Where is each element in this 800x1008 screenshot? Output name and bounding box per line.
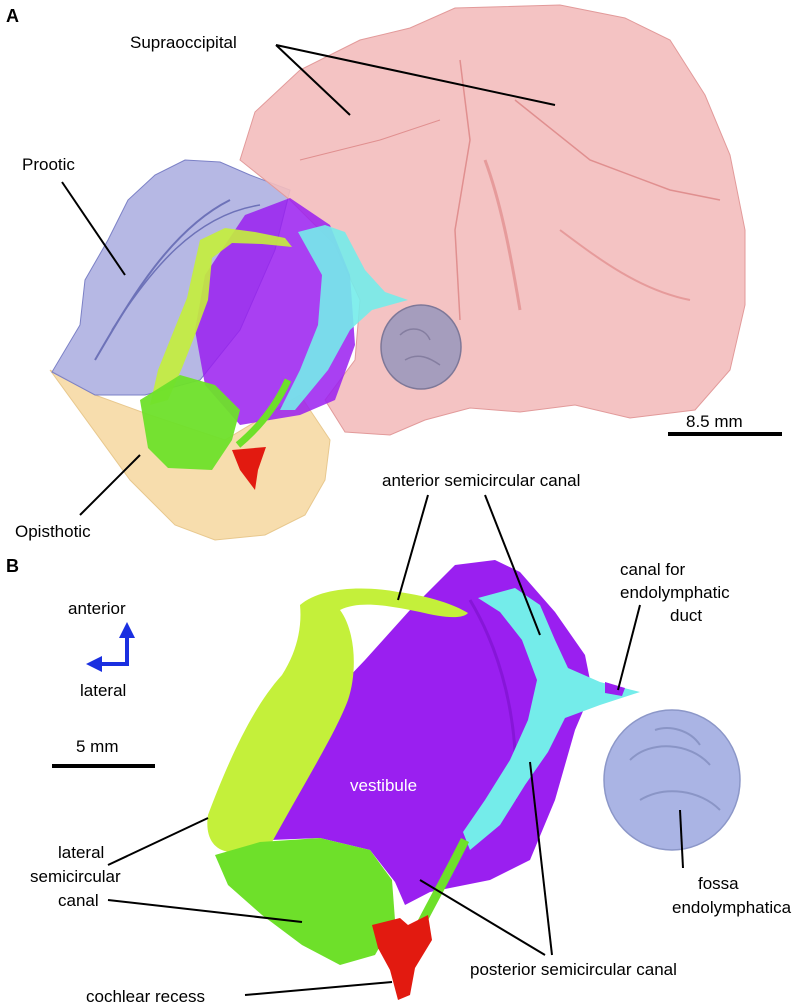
fossa-endolymphatica-a: [380, 304, 462, 390]
posterior-canal-a-stem: [235, 378, 292, 448]
panel-b: B anterior semicircular canal canal for …: [6, 471, 792, 1006]
posterior-canal-b: [215, 838, 395, 965]
label-opisthotic: Opisthotic: [15, 522, 91, 541]
panel-b-letter: B: [6, 556, 19, 576]
prootic-ridge-2: [111, 204, 261, 331]
label-cochlear-recess: cochlear recess: [86, 987, 205, 1006]
panel-a: A Supraoccipital Prootic: [6, 4, 782, 541]
endolymphatic-duct-b: [463, 588, 640, 850]
leader-canal-endolymphatic: [617, 604, 641, 691]
posterior-canal-a: [140, 375, 240, 470]
leader-posterior-2: [529, 761, 553, 956]
endolymphatic-duct-b-tip: [605, 682, 625, 696]
label-lateral-1: lateral: [58, 843, 104, 862]
leader-anterior-2: [484, 494, 541, 636]
prootic-ridge-1: [94, 199, 231, 361]
label-lateral-2: semicircular: [30, 867, 121, 886]
label-lateral-3: canal: [58, 891, 99, 910]
supraoccipital-crack-1: [454, 59, 471, 321]
label-posterior-semicircular-canal: posterior semicircular canal: [470, 960, 677, 979]
cochlear-recess-a: [232, 447, 266, 490]
leader-opisthotic: [79, 454, 141, 516]
scale-label-b: 5 mm: [76, 737, 119, 756]
supraoccipital-crack-5: [299, 119, 441, 161]
label-canal-endolymphatic-1: canal for: [620, 560, 686, 579]
leader-lateral-2: [107, 899, 303, 923]
endolymphatic-duct-a: [280, 225, 408, 410]
label-vestibule: vestibule: [350, 776, 417, 795]
fossa-texture-a: [399, 328, 441, 366]
supraoccipital-crack-3: [483, 159, 522, 311]
leader-prootic: [61, 181, 126, 276]
fossa-endolymphatica-b: [603, 709, 741, 851]
label-fossa-2: endolymphatica: [672, 898, 792, 917]
label-canal-endolymphatic-3: duct: [670, 606, 702, 625]
vestibule-b: [245, 560, 592, 905]
lateral-canal-b: [207, 588, 468, 855]
panel-a-letter: A: [6, 6, 19, 26]
leader-posterior-1: [419, 879, 546, 956]
leader-supraoccipital-1: [275, 44, 351, 116]
orientation-anterior-label: anterior: [68, 599, 126, 618]
leader-lateral-1: [107, 817, 209, 866]
cochlear-recess-b: [372, 915, 432, 1000]
label-prootic: Prootic: [22, 155, 75, 174]
scale-label-a: 8.5 mm: [686, 412, 743, 431]
orientation-lateral-label: lateral: [80, 681, 126, 700]
supraoccipital-crack-4: [559, 229, 691, 301]
label-anterior-semicircular-canal: anterior semicircular canal: [382, 471, 580, 490]
fossa-texture-b: [629, 727, 721, 811]
leader-supraoccipital-2: [275, 44, 556, 106]
label-canal-endolymphatic-2: endolymphatic: [620, 583, 730, 602]
leader-cochlear: [244, 981, 393, 996]
orientation-arrows-icon: [86, 622, 135, 672]
label-supraoccipital: Supraoccipital: [130, 33, 237, 52]
label-fossa-1: fossa: [698, 874, 739, 893]
supraoccipital-crack-2: [514, 99, 721, 201]
leader-fossa: [679, 809, 684, 869]
leader-anterior-1: [397, 494, 429, 601]
